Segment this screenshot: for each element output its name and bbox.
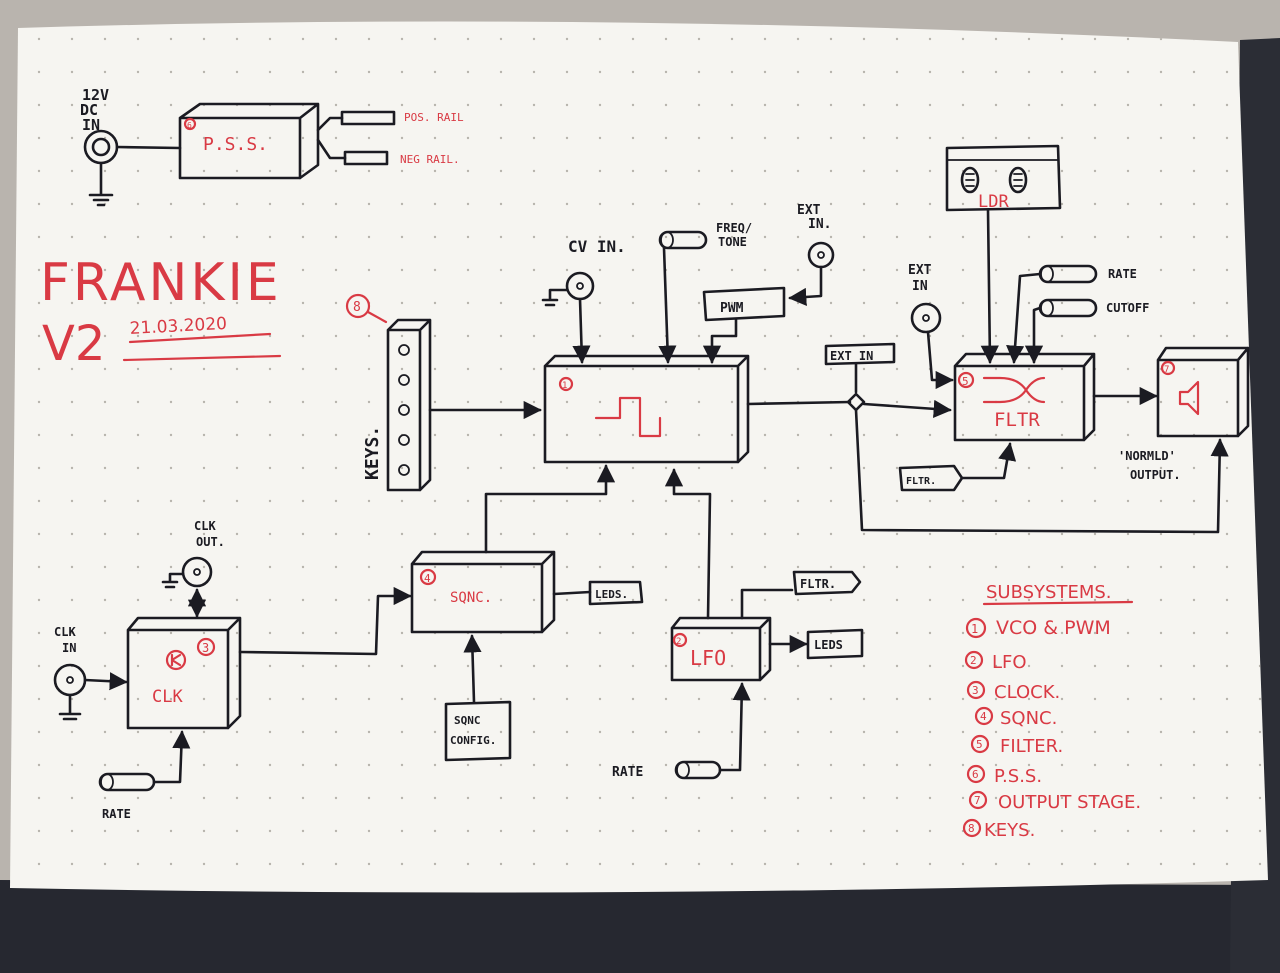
- subsystem-item-text: KEYS.: [984, 820, 1035, 841]
- notebook-cover: [0, 880, 1280, 973]
- fltr-ext-in-label-1: EXT: [908, 263, 932, 278]
- subsystem-item-text: P.S.S.: [994, 766, 1042, 787]
- lfo-leds-label: LEDS: [814, 638, 843, 652]
- fltr-ext-in-label-2: IN: [912, 279, 928, 294]
- filter-tag-label: FLTR.: [906, 476, 936, 487]
- subsystem-item-text: LFO: [992, 652, 1027, 673]
- sequencer-number: 4: [424, 572, 431, 585]
- filter-rate-label: RATE: [1108, 267, 1137, 281]
- vco-ext-in-label-1: EXT: [797, 203, 821, 218]
- lfo-rate-label: RATE: [612, 765, 643, 780]
- clk-out-label-2: OUT.: [196, 535, 225, 549]
- vco-ext-in-label-2: IN.: [808, 217, 831, 232]
- vco-number: 1: [562, 381, 567, 391]
- clk-in-label-1: CLK: [54, 625, 76, 639]
- filter-number: 5: [962, 375, 969, 388]
- clock-number: 3: [202, 641, 209, 655]
- keys-number: 8: [353, 300, 361, 315]
- subsystem-item-text: VCO & PWM: [996, 617, 1111, 639]
- pwm-label: PWM: [720, 301, 744, 316]
- ext-in-tag-label: EXT IN: [830, 349, 873, 363]
- title-name: FRANKIE: [40, 253, 282, 313]
- subsystems-heading: SUBSYSTEMS.: [986, 582, 1112, 603]
- subsystem-item-num: 8: [968, 822, 975, 835]
- neg-rail-label: NEG RAIL.: [400, 153, 460, 166]
- lfo-number: 2: [676, 637, 681, 647]
- subsystem-item-num: 2: [970, 654, 977, 667]
- subsystem-item-num: 7: [974, 794, 981, 807]
- subsystem-item-text: SQNC.: [1000, 708, 1057, 729]
- clock-label: CLK: [152, 687, 183, 707]
- subsystem-item-num: 1: [971, 622, 978, 636]
- output-label-2: OUTPUT.: [1130, 468, 1181, 482]
- sequencer-label: SQNC.: [450, 590, 492, 606]
- pss-number: 6: [187, 121, 192, 130]
- clock-rate-label: RATE: [102, 807, 131, 821]
- subsystem-item-num: 5: [976, 738, 983, 751]
- clk-in-label-2: IN: [62, 641, 76, 655]
- title-version: V2: [42, 316, 105, 372]
- lfo-fltr-label: FLTR.: [800, 577, 836, 591]
- ldr-label: LDR: [978, 192, 1009, 212]
- cv-in-label: CV IN.: [568, 237, 626, 256]
- subsystem-item-num: 3: [972, 684, 979, 697]
- subsystem-item-text: FILTER.: [1000, 736, 1063, 757]
- subsystem-item-text: OUTPUT STAGE.: [998, 792, 1141, 813]
- pos-rail-label: POS. RAIL: [404, 111, 464, 124]
- output-label-1: 'NORMLD': [1118, 449, 1176, 463]
- lfo-label: LFO: [690, 646, 726, 670]
- freq-tone-label-1: FREQ/: [716, 221, 752, 235]
- pss-label: P.S.S.: [203, 134, 268, 155]
- filter-label: FLTR: [994, 409, 1040, 431]
- sequencer-config-label-2: CONFIG.: [450, 734, 496, 747]
- keys-label: KEYS.: [362, 426, 383, 480]
- sequencer-leds-label: LEDS.: [595, 588, 628, 601]
- subsystem-item-num: 6: [972, 768, 979, 781]
- freq-tone-label-2: TONE: [718, 235, 747, 249]
- clk-out-label-1: CLK: [194, 519, 216, 533]
- subsystem-item-text: CLOCK.: [994, 682, 1060, 703]
- filter-cutoff-label: CUTOFF: [1106, 301, 1149, 315]
- sequencer-config-label-1: SQNC: [454, 714, 481, 727]
- subsystem-item-num: 4: [980, 710, 987, 723]
- output-number: 7: [1164, 365, 1169, 375]
